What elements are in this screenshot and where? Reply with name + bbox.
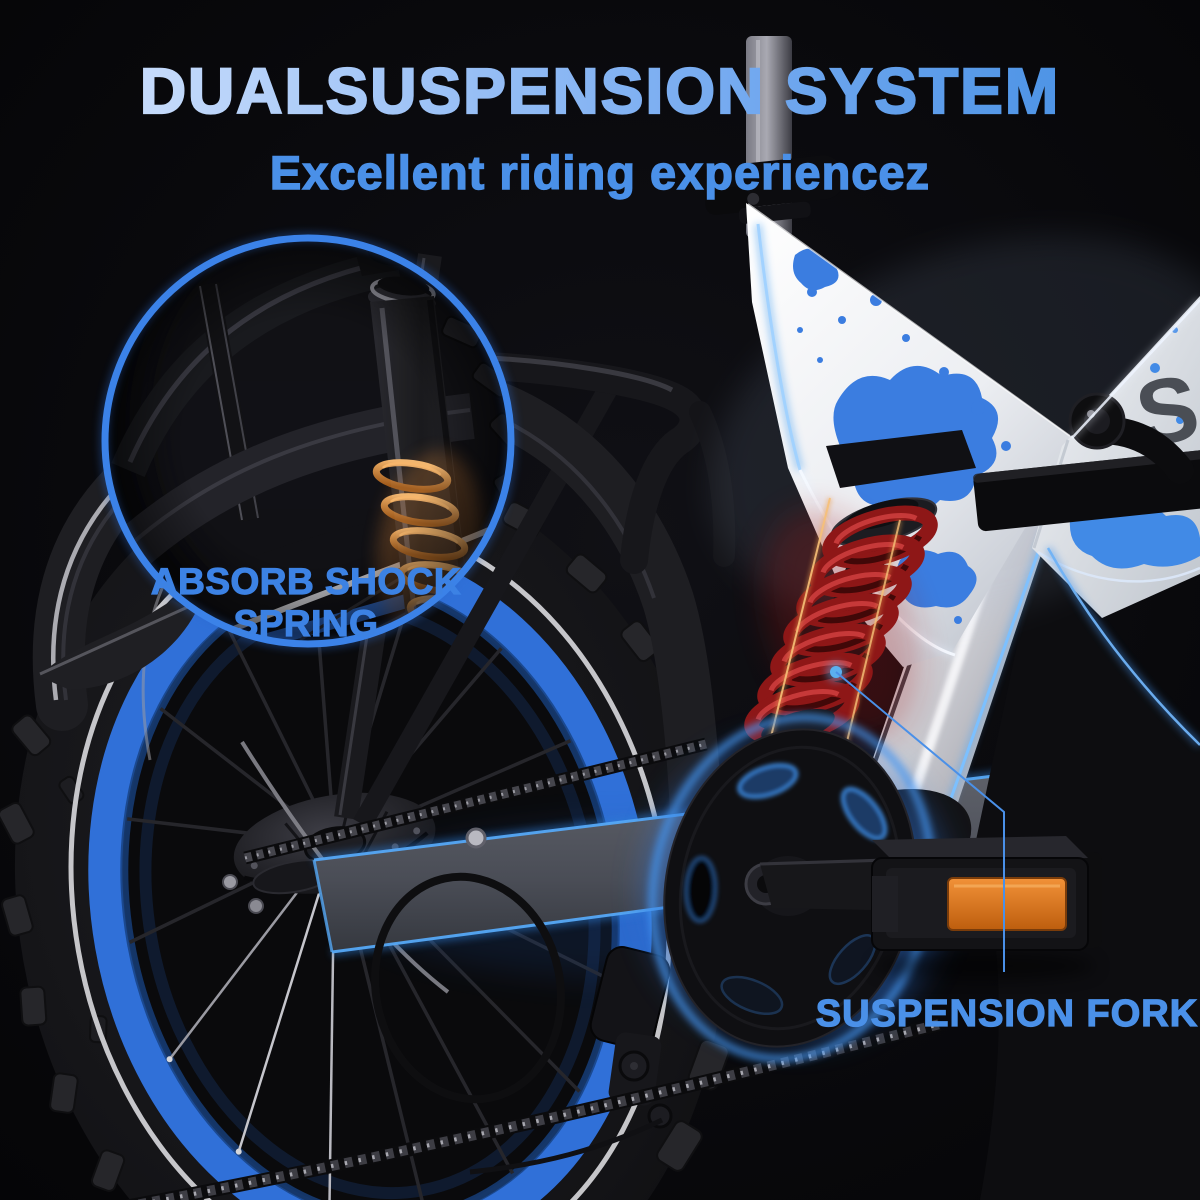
absorb-shock-label-line2: SPRING: [234, 603, 379, 644]
crankset: [645, 713, 1102, 1063]
rack-highlight: [489, 355, 674, 393]
seatpost: [704, 36, 844, 238]
derailleur-guard-loop: [371, 872, 565, 1104]
pedal-reflector: [947, 877, 1067, 931]
seat-clamp: [704, 155, 844, 224]
chain-upper: [243, 737, 708, 865]
fork-leader-line: [826, 662, 1005, 972]
frame-hinge: [1068, 392, 1194, 484]
spring-magnifier-inset: [99, 232, 517, 650]
pedal: [871, 836, 1102, 980]
shock-upper-mount: [826, 430, 976, 488]
suspension-fork-label: SUSPENSION FORK: [816, 993, 1198, 1035]
page-subtitle: Excellent riding experiencez: [270, 146, 930, 199]
spoke-nipples: [166, 1056, 242, 1155]
mud-flap: [38, 600, 196, 690]
derailleur: [371, 872, 673, 1175]
inset-border-circle: [101, 234, 515, 648]
page-title: DUALSUSPENSION SYSTEM: [140, 55, 1060, 127]
chainring-cutouts: [684, 763, 888, 1016]
chain-lower: [124, 1017, 942, 1200]
absorb-shock-label-line1: ABSORB SHOCK: [151, 561, 461, 602]
